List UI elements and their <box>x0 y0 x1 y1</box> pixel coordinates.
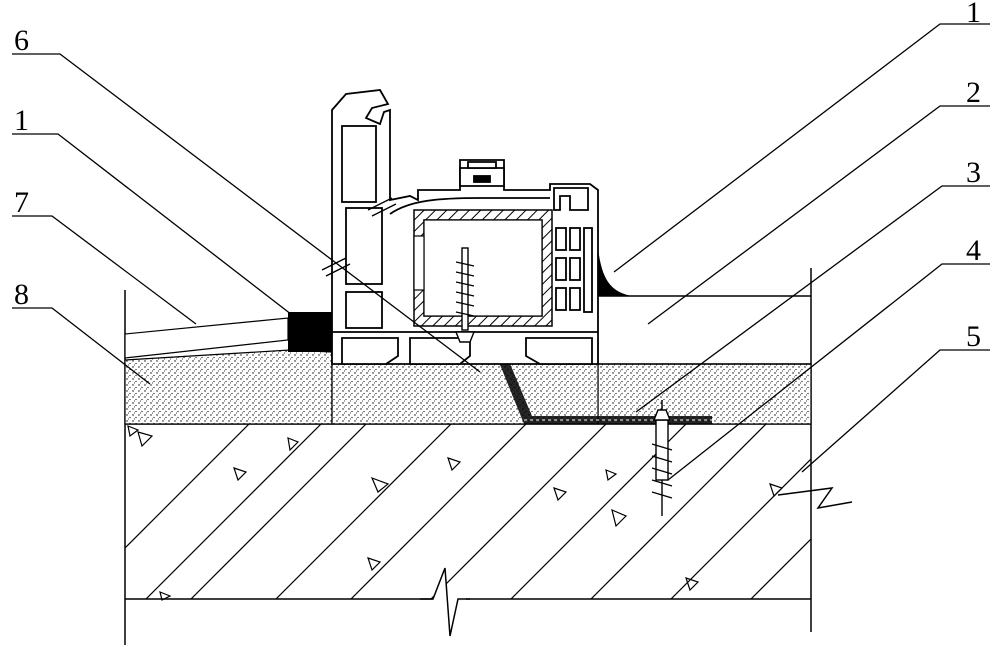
frame-screw <box>454 247 476 343</box>
section-ticks <box>321 197 397 277</box>
leader-lines <box>12 23 990 481</box>
callout-1-right: 1 <box>966 0 981 29</box>
anchor-bolt <box>651 400 673 516</box>
sealant-right <box>598 248 632 296</box>
steel-reinforcement <box>413 209 553 327</box>
interior-finish <box>598 295 811 365</box>
callout-7: 7 <box>14 186 29 219</box>
break-mark-bottom <box>420 567 470 637</box>
callout-3: 3 <box>966 156 981 189</box>
callout-labels: 6 1 7 8 1 2 3 4 5 <box>14 0 981 353</box>
break-mark-right <box>777 487 853 510</box>
callout-8: 8 <box>14 278 29 311</box>
callout-5: 5 <box>966 320 981 353</box>
callout-2: 2 <box>966 76 981 109</box>
callout-1-left: 1 <box>14 104 29 137</box>
slab-aggregate <box>127 425 784 601</box>
callout-4: 4 <box>966 234 981 267</box>
concrete-slab <box>124 268 853 645</box>
callout-6: 6 <box>14 24 29 57</box>
sealant-left <box>288 312 332 352</box>
